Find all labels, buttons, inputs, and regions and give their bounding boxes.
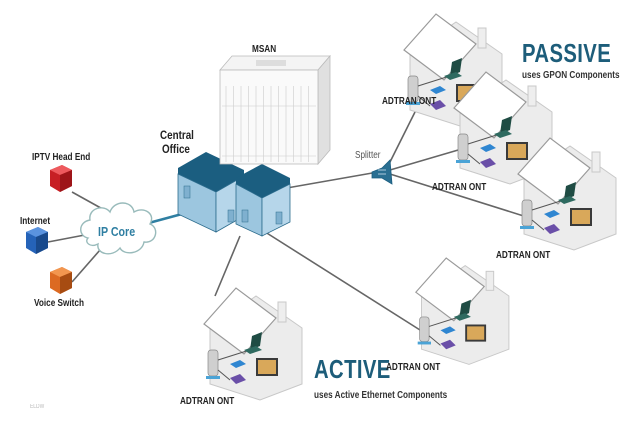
link-splitter-house3 [389,173,531,219]
ont-base [206,376,220,379]
ont-label-passive-2: ADTRAN ONT [432,182,487,193]
laptop-icon [450,58,462,76]
ont-label-passive-3: ADTRAN ONT [496,250,551,261]
phone-icon [544,224,560,234]
phone-icon [480,158,496,168]
tv-screen-icon [508,144,526,158]
msan-label: MSAN [252,44,277,55]
ip-core-cloud [80,202,157,255]
laptop-icon [564,182,576,200]
tv-screen-icon [572,210,590,224]
laptop-base [444,72,462,80]
ont-device [521,199,533,227]
tv-screen-icon [258,360,276,374]
internet-label: Internet [20,216,51,227]
house-chimney [277,301,287,323]
central-office-label-line1: Central [160,128,194,142]
link-splitter-house2 [389,147,466,171]
tv-screen-icon [467,326,485,340]
house-chimney [477,27,487,49]
ont-base [406,102,420,105]
voice-switch-label: Voice Switch [34,298,84,309]
house-passive-3 [517,137,617,251]
ont-phone-link [217,369,231,381]
house-chimney [591,151,601,173]
ont-label-passive-1: ADTRAN ONT [382,96,437,107]
active-title: ACTIVE [314,354,391,384]
router-icon [430,86,446,94]
house-active-1 [203,287,303,401]
laptop-icon [250,332,262,350]
laptop-icon [500,116,512,134]
laptop-base [494,130,512,138]
ont-phone-link [531,219,545,231]
ont-base [520,226,534,229]
internet-cube [26,227,48,254]
link-co-active1 [214,235,241,297]
ont-phone-link [467,153,481,165]
splitter-label: Splitter [355,150,381,161]
house-passive-2 [453,71,553,185]
laptop-base [244,346,262,354]
passive-title: PASSIVE [522,38,612,68]
phone-icon [430,100,446,110]
house-active-2 [414,257,510,365]
laptop-base [558,196,576,204]
ont-base [456,160,470,163]
router-icon [480,144,496,152]
laptop-base [453,313,471,321]
splitter-device [371,159,393,185]
msan-cabinet [219,54,331,166]
house-chimney [527,85,537,107]
link-co-active2 [261,229,421,331]
phone-icon [440,339,456,350]
house-chimney [485,270,495,291]
ont-device [207,349,219,377]
ont-phone-link [428,335,441,346]
voice-cube [50,267,72,294]
iptv-cube [50,165,72,192]
ont-label-active-1: ADTRAN ONT [180,396,235,407]
ont-device [457,133,469,161]
phone-icon [230,374,246,384]
router-icon [544,210,560,218]
ont-label-active-2: ADTRAN ONT [386,362,441,373]
footer-code: ELDW [30,404,45,410]
passive-subtitle: uses GPON Components [522,70,620,81]
active-subtitle: uses Active Ethernet Components [314,390,448,401]
iptv-head-end-label: IPTV Head End [32,152,91,163]
ont-device [419,316,430,342]
router-icon [230,360,246,368]
laptop-icon [459,299,471,317]
router-icon [440,326,456,334]
ip-core-label: IP Core [98,224,136,239]
central-office-label-line2: Office [162,142,190,156]
ont-phone-link [417,95,431,107]
central-office-building [177,152,291,237]
link-voice-core [71,249,101,283]
ont-base [417,341,431,345]
